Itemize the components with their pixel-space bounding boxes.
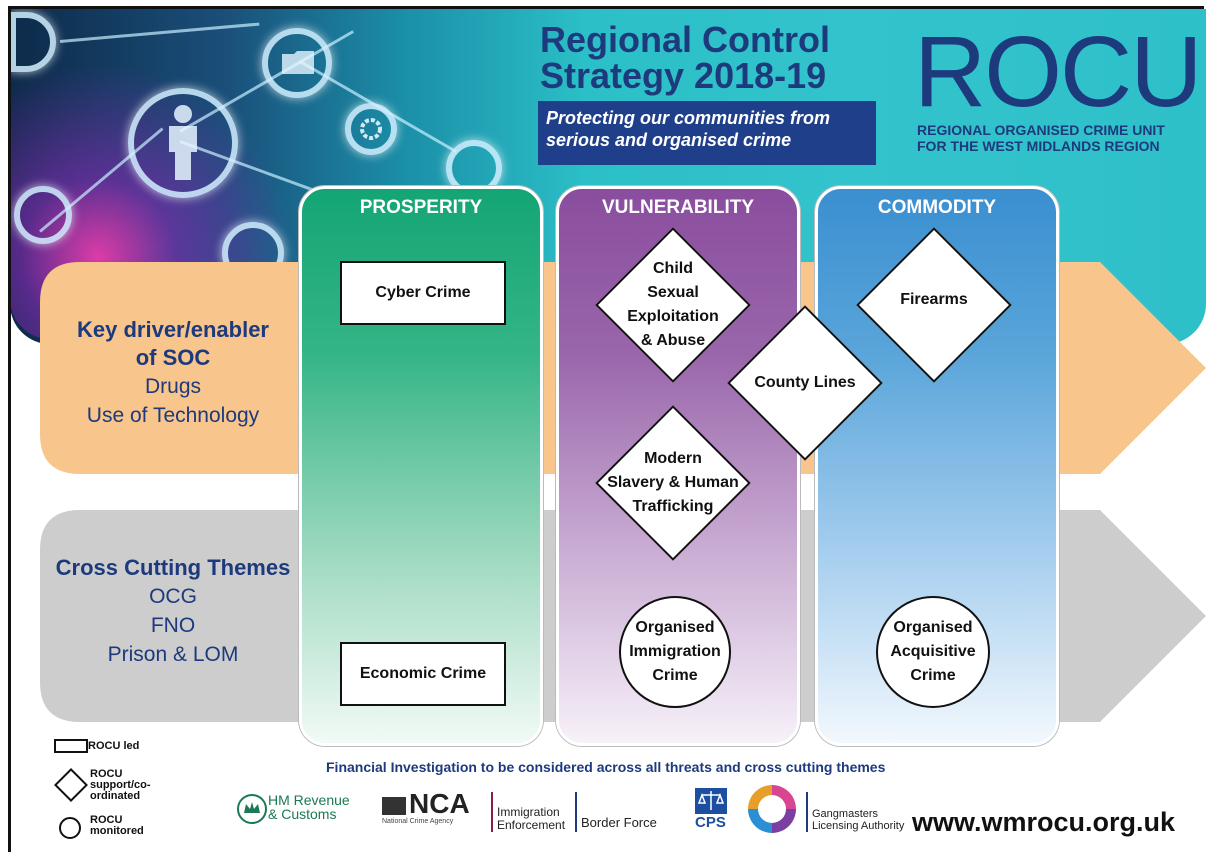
legend-support-line: ROCU [90,768,123,780]
driver-heading: of SOC [135,345,211,370]
gear-icon [360,118,382,140]
person-node-icon [128,88,238,198]
acquisitive-line: Organised [893,619,973,636]
cyber-crime-box: Cyber Crime [340,261,506,325]
legend-monitored-line: ROCU [90,814,123,826]
immigration-line: Immigration [629,643,721,660]
cse-label: Child Sexual Exploitation & Abuse [596,250,750,360]
cse-line: Child [653,260,693,277]
subtitle-box: Protecting our communities from serious … [538,101,876,165]
immigration-line: Crime [652,667,698,684]
driver-item: Use of Technology [86,404,260,427]
border-force-logo: Border Force [581,815,657,830]
immigration-crime-circle: Organised Immigration Crime [619,596,731,708]
cross-cutting-item: Prison & LOM [107,643,239,666]
nca-crest-icon [382,797,406,815]
gla-line: Gangmasters [812,808,879,820]
acquisitive-line: Crime [910,667,956,684]
person-node-icon [14,186,72,244]
gla-divider [806,792,808,832]
page-title: Regional Control Strategy 2018-19 [540,22,830,94]
legend-led: ROCU led [88,740,140,752]
legend-rectangle-icon [54,739,88,753]
immigration-logo-line: Enforcement [497,818,566,832]
legend-monitored: ROCU monitored [90,815,144,837]
website-link[interactable]: www.wmrocu.org.uk [912,807,1176,837]
immigration-logo-line: Immigration [497,805,560,819]
border-force-divider [575,792,577,832]
prosperity-title: PROSPERITY [359,197,483,218]
cps-scales-icon [695,788,727,814]
subtitle-line-2: serious and organised crime [546,130,792,150]
legend-support: ROCU support/co- ordinated [90,769,151,802]
acquisitive-crime-circle: Organised Acquisitive Crime [876,596,990,708]
folder-icon [282,51,314,74]
cross-cutting-item: OCG [149,585,197,608]
slavery-line: Slavery & Human [607,474,739,491]
firearms-label: Firearms [900,291,968,308]
vulnerability-title: VULNERABILITY [602,197,754,218]
cross-cutting-item: FNO [150,614,196,637]
gla-line: Licensing Authority [812,820,905,832]
cross-cutting-row-label: Cross Cutting Themes OCG FNO Prison & LO… [48,554,298,669]
driver-item: Drugs [144,375,202,398]
cse-line: Sexual [647,284,699,301]
hmrc-crown-icon [237,794,267,824]
cse-line: & Abuse [640,332,706,349]
network-node-icon [10,12,56,72]
economic-crime-box: Economic Crime [340,642,506,706]
folder-node-icon [262,28,332,98]
gear-node-icon [345,103,397,155]
legend-support-line: support/co- [90,779,151,791]
immigration-enforcement-logo: Immigration Enforcement [497,806,565,832]
rocu-logo-subtitle: REGIONAL ORGANISED CRIME UNIT FOR THE WE… [917,122,1165,154]
person-icon [169,105,197,180]
nca-logo: NCA [409,788,470,819]
driver-row-label: Key driver/enabler of SOC Drugs Use of T… [48,316,298,430]
cross-cutting-heading: Cross Cutting Themes [55,555,291,580]
title-line-2: Strategy 2018-19 [540,55,827,96]
legend-circle-icon [59,817,81,839]
financial-note: Financial Investigation to be considered… [326,759,886,775]
subtitle-line-1: Protecting our communities from [546,108,831,128]
county-lines-label: County Lines [754,374,856,391]
hmrc-logo: HM Revenue & Customs [268,793,350,821]
rocu-logo: ROCU [914,16,1202,128]
title-line-1: Regional Control [540,19,830,60]
gla-logo: Gangmasters Licensing Authority [812,808,904,832]
immigration-divider [491,792,493,832]
scales-icon [697,791,725,810]
commodity-title: COMMODITY [877,197,997,218]
legend-diamond-icon [54,768,88,802]
hmrc-line: HM Revenue [268,792,350,808]
driver-heading: Key driver/enabler [77,317,269,342]
nca-subtitle: National Crime Agency [382,818,454,825]
immigration-line: Organised [635,619,715,636]
crimestoppers-badge-icon [748,785,796,833]
slavery-line: Modern [644,450,702,467]
rocu-sub-line-1: REGIONAL ORGANISED CRIME UNIT [917,122,1165,138]
slavery-line: Trafficking [632,498,714,515]
acquisitive-line: Acquisitive [890,643,976,660]
legend-support-line: ordinated [90,790,141,802]
cse-line: Exploitation [627,308,719,325]
cps-logo: CPS [695,814,726,831]
hmrc-line: & Customs [268,806,337,822]
slavery-label: Modern Slavery & Human Trafficking [590,428,756,538]
legend-monitored-line: monitored [90,825,144,837]
rocu-sub-line-2: FOR THE WEST MIDLANDS REGION [917,138,1160,154]
